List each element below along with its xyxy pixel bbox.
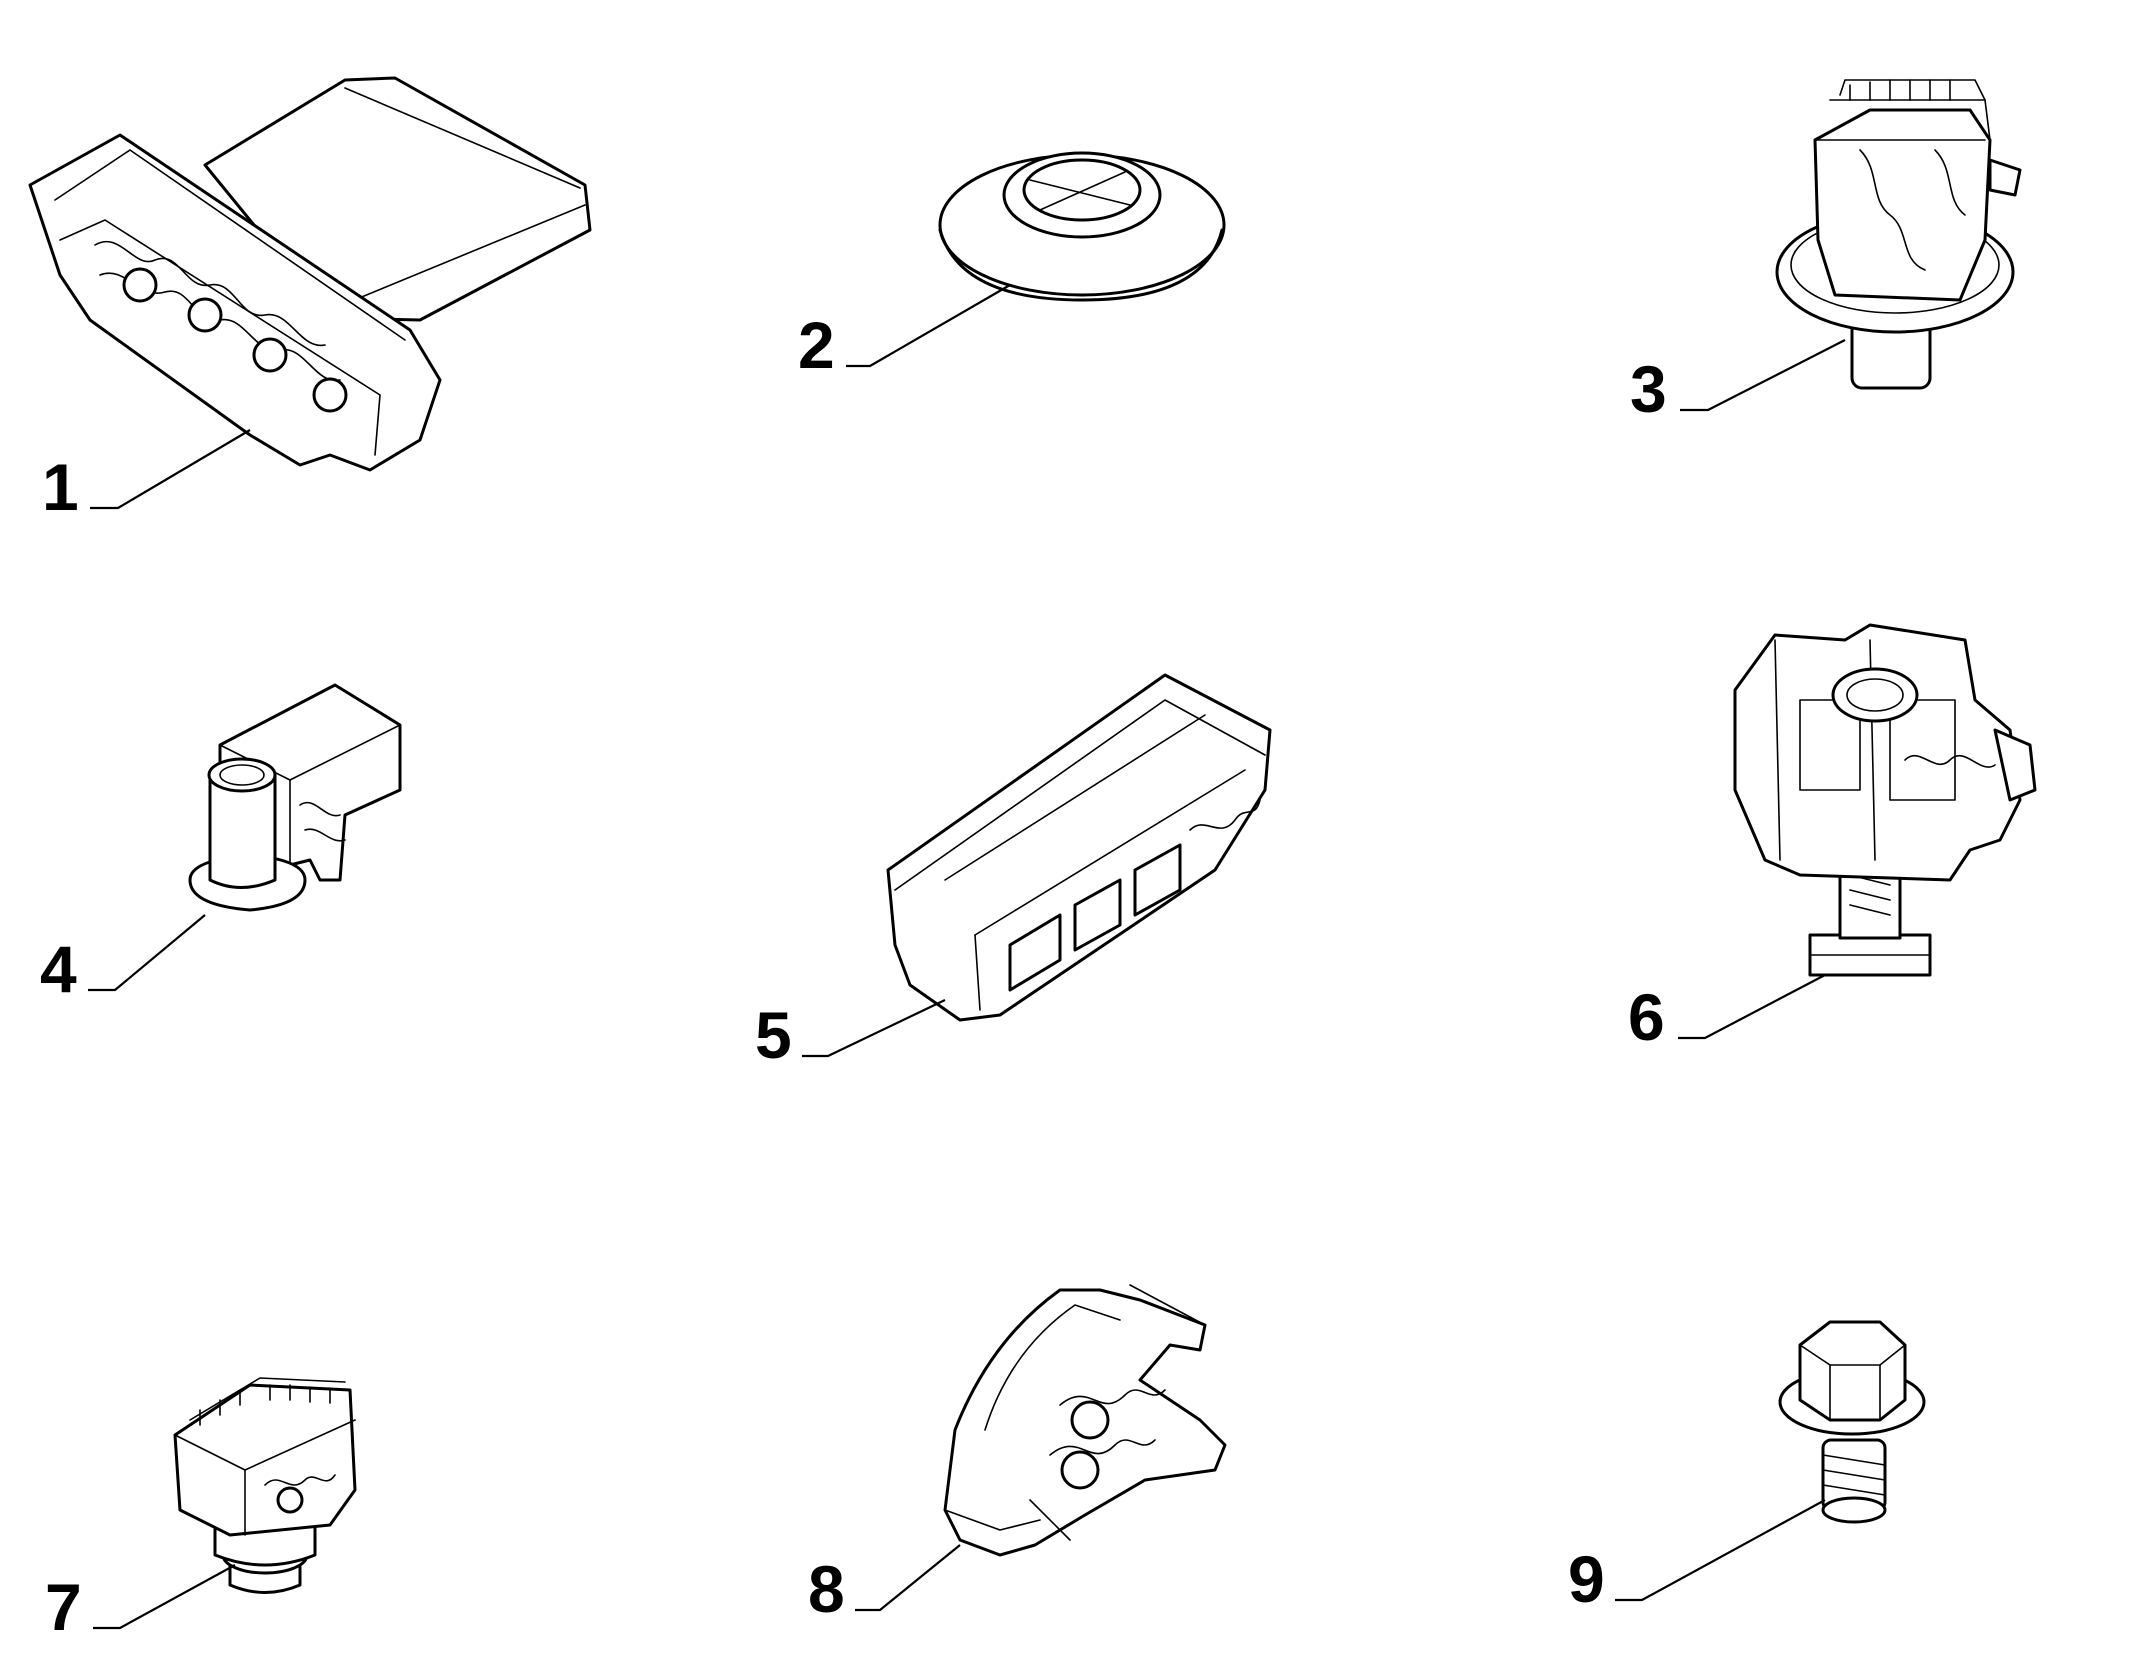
leader-line-6 bbox=[1678, 974, 1826, 1040]
callout-7: 7 bbox=[45, 1570, 82, 1644]
part-7-small-clip-drawing bbox=[173, 1377, 357, 1594]
leader-line-2 bbox=[846, 284, 1011, 368]
callout-6: 6 bbox=[1628, 980, 1665, 1054]
leader-line-8 bbox=[855, 1544, 961, 1612]
part-5-multi-clip-drawing bbox=[886, 673, 1272, 1022]
callout-8: 8 bbox=[808, 1552, 845, 1626]
leader-line-9 bbox=[1615, 1499, 1826, 1602]
callout-5: 5 bbox=[755, 998, 792, 1072]
callout-3: 3 bbox=[1630, 352, 1667, 426]
leader-line-4 bbox=[88, 914, 206, 992]
callout-9: 9 bbox=[1568, 1542, 1605, 1616]
part-9-hex-bolt-drawing bbox=[1778, 1320, 1926, 1524]
part-1-cable-clip-drawing bbox=[28, 76, 592, 472]
part-2-grommet-drawing bbox=[938, 151, 1226, 302]
part-6-threaded-clip-drawing bbox=[1733, 623, 2037, 977]
callout-2: 2 bbox=[798, 308, 835, 382]
callout-1: 1 bbox=[42, 450, 79, 524]
leader-line-1 bbox=[90, 429, 251, 510]
callout-4: 4 bbox=[40, 932, 77, 1006]
leader-line-5 bbox=[802, 999, 946, 1058]
leader-line-3 bbox=[1680, 339, 1846, 412]
part-4-pipe-clip-drawing bbox=[188, 683, 402, 912]
part-8-curved-clip-drawing bbox=[943, 1284, 1227, 1557]
part-3-clip-stud-drawing bbox=[1775, 79, 2022, 390]
leader-line-7 bbox=[93, 1564, 236, 1630]
